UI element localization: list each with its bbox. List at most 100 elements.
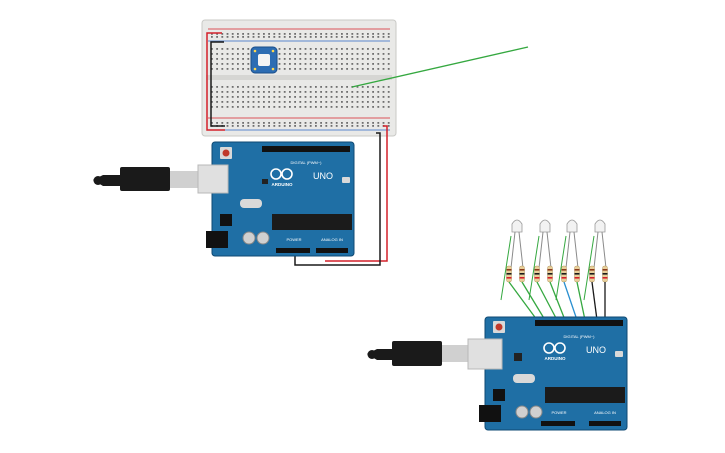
wire-red-left-rail[interactable]: [206, 32, 225, 131]
breadboard-hole: [382, 58, 385, 60]
breadboard-hole: [263, 101, 265, 103]
capacitor: [242, 231, 256, 245]
wire-black-gnd[interactable]: [294, 132, 381, 266]
resistor-band: [506, 277, 512, 279]
breadboard-hole: [330, 86, 333, 88]
breadboard-hole: [304, 125, 307, 127]
resistor-band: [602, 269, 608, 271]
wire-black-left-rail[interactable]: [210, 41, 225, 127]
breadboard[interactable]: [201, 19, 397, 137]
breadboard-hole: [231, 36, 234, 38]
breadboard-hole: [252, 86, 255, 88]
arduino-logo-icon: [543, 342, 566, 354]
breadboard-hole: [257, 36, 260, 38]
breadboard-hole: [387, 63, 390, 65]
power-header[interactable]: [541, 421, 575, 426]
breadboard-hole: [237, 125, 239, 127]
breadboard-hole: [335, 68, 338, 70]
led-body: [594, 219, 606, 233]
breadboard-hole: [252, 36, 255, 38]
sensor-module[interactable]: [250, 46, 278, 74]
resistor-icon: [519, 265, 525, 283]
breadboard-hole: [231, 63, 234, 65]
led-resistor-array[interactable]: [500, 219, 608, 321]
breadboard-hole: [237, 58, 239, 60]
capacitor: [515, 405, 529, 419]
breadboard-hole: [242, 58, 244, 60]
breadboard-hole: [325, 63, 328, 65]
breadboard-hole: [247, 125, 250, 127]
breadboard-hole: [294, 91, 296, 93]
breadboard-hole: [211, 58, 213, 60]
breadboard-hole: [320, 58, 322, 60]
wire-red-5v[interactable]: [325, 125, 388, 262]
breadboard-hole: [211, 101, 213, 103]
reset-button-icon[interactable]: [493, 321, 505, 333]
resistor-icon: [589, 265, 595, 283]
breadboard-hole: [372, 68, 374, 70]
breadboard-hole: [341, 91, 343, 93]
breadboard-channel: [206, 75, 392, 80]
breadboard-hole: [273, 96, 276, 98]
breadboard-hole: [356, 106, 359, 108]
breadboard-hole: [278, 122, 281, 124]
breadboard-hole: [273, 125, 276, 127]
arduino-board-bottom[interactable]: DIGITAL (PWM~) ARDUINO UNO POWER ANALOG …: [479, 316, 628, 431]
breadboard-hole: [320, 63, 322, 65]
breadboard-hole: [283, 91, 286, 93]
breadboard-hole: [278, 58, 281, 60]
breadboard-hole: [356, 33, 359, 35]
power-header[interactable]: [276, 248, 310, 253]
breadboard-hole: [247, 36, 250, 38]
breadboard-hole: [283, 53, 286, 55]
led-wire: [563, 281, 578, 321]
breadboard-hole: [294, 33, 296, 35]
breadboard-hole: [367, 33, 369, 35]
green-probe-wire[interactable]: [351, 46, 529, 88]
breadboard-hole: [356, 58, 359, 60]
power-jack[interactable]: [206, 231, 228, 248]
breadboard-hole: [216, 48, 218, 50]
breadboard-hole: [257, 101, 260, 103]
breadboard-hole: [252, 33, 255, 35]
power-jack[interactable]: [479, 405, 501, 422]
breadboard-hole: [372, 122, 374, 124]
analog-header[interactable]: [589, 421, 621, 426]
breadboard-hole: [387, 86, 390, 88]
breadboard-hole: [367, 53, 369, 55]
digital-header[interactable]: [535, 320, 623, 326]
breadboard-hole: [325, 48, 328, 50]
breadboard-hole: [257, 33, 260, 35]
breadboard-hole: [226, 63, 229, 65]
breadboard-hole: [226, 106, 229, 108]
breadboard-hole: [226, 36, 229, 38]
breadboard-hole: [247, 86, 250, 88]
breadboard-hole: [221, 101, 224, 103]
breadboard-hole: [211, 86, 213, 88]
breadboard-hole: [252, 96, 255, 98]
breadboard-hole: [216, 122, 218, 124]
breadboard-hole: [299, 36, 302, 38]
breadboard-hole: [377, 125, 380, 127]
reset-button-icon[interactable]: [220, 147, 232, 159]
breadboard-hole: [367, 36, 369, 38]
breadboard-hole: [335, 91, 338, 93]
breadboard-hole: [320, 53, 322, 55]
breadboard-hole: [377, 86, 380, 88]
breadboard-hole: [231, 48, 234, 50]
digital-header[interactable]: [262, 146, 350, 152]
breadboard-hole: [221, 58, 224, 60]
arduino-board-top[interactable]: DIGITAL (PWM~) ARDUINO UNO POWER ANALOG …: [206, 141, 355, 257]
usb-cable-icon[interactable]: [367, 338, 503, 370]
resistor-band: [534, 273, 540, 275]
breadboard-hole: [231, 91, 234, 93]
usb-cable-icon[interactable]: [93, 164, 229, 194]
breadboard-hole: [315, 122, 317, 124]
breadboard-hole: [372, 106, 374, 108]
led-wire: [536, 281, 558, 321]
analog-header[interactable]: [316, 248, 348, 253]
breadboard-hole: [247, 63, 250, 65]
breadboard-hole: [346, 58, 348, 60]
breadboard-hole: [387, 68, 390, 70]
